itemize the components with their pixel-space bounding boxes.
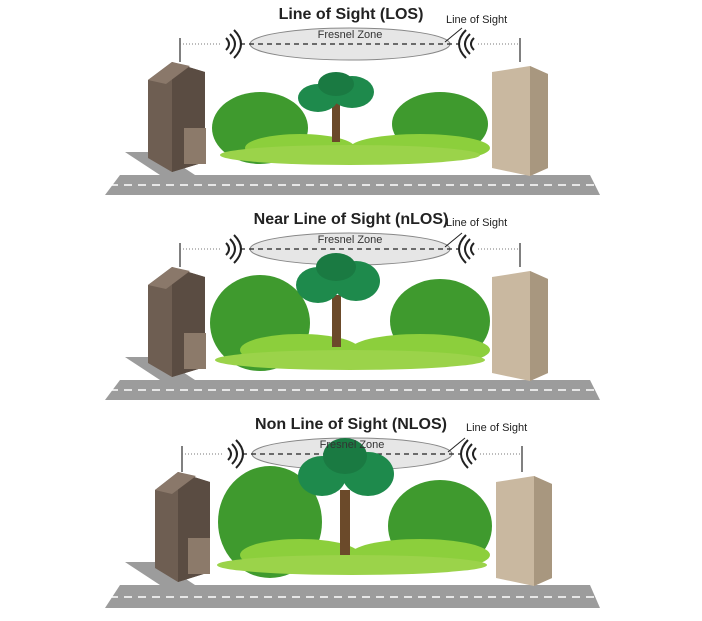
right-signal-icon [460, 439, 477, 469]
left-signal-icon [225, 234, 242, 264]
fresnel-zone-label: Fresnel Zone [319, 439, 385, 451]
panel-title: Non Line of Sight (NLOS) [255, 416, 447, 433]
los-scene [105, 27, 600, 195]
right-signal-icon [458, 234, 475, 264]
line-of-sight-label: Line of Sight [446, 14, 508, 26]
foliage [212, 92, 490, 165]
panel-los: Line of Sight (LOS) Fresnel Zone Line of… [0, 0, 702, 200]
line-of-sight-label: Line of Sight [466, 422, 528, 434]
tree [296, 253, 380, 347]
foliage [210, 275, 490, 371]
line-of-sight-label: Line of Sight [446, 217, 508, 229]
fresnel-zone-label: Fresnel Zone [317, 234, 383, 246]
foliage [217, 466, 492, 578]
non-los-scene [105, 437, 600, 608]
left-signal-icon [227, 439, 244, 469]
left-building-annex [184, 128, 206, 164]
panel-title: Line of Sight (LOS) [278, 6, 424, 23]
nlos-scene [105, 232, 600, 400]
tree [298, 438, 394, 555]
tree [298, 72, 374, 142]
panel-non-los: Non Line of Sight (NLOS) Fresnel Zone Li… [0, 410, 702, 615]
panel-nlos: Near Line of Sight (nLOS) Fresnel Zone L… [0, 205, 702, 405]
right-signal-icon [458, 29, 475, 59]
panel-title: Near Line of Sight (nLOS) [253, 211, 449, 228]
left-building-annex [184, 333, 206, 369]
left-building-annex [188, 538, 210, 574]
left-signal-icon [225, 29, 242, 59]
fresnel-zone-label: Fresnel Zone [317, 29, 383, 41]
